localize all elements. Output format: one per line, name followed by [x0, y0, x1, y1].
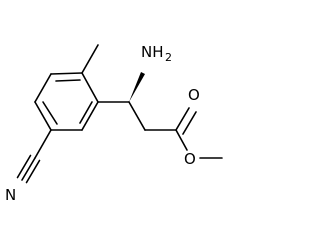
ring-bond: [34, 101, 52, 131]
ring-bond: [81, 72, 99, 103]
carbonyl-ester-o-bond: [175, 129, 188, 151]
ring-double-bond-inner: [79, 101, 93, 124]
carbonyl-o-label: O: [188, 86, 200, 104]
stereo-wedge-bond: [129, 72, 145, 102]
triple-bond-line: [25, 159, 41, 184]
amine-nh-label: NH: [141, 43, 164, 61]
triple-bond-line: [16, 154, 32, 179]
ester-o-label: O: [184, 150, 196, 168]
carbonyl-double-bond: [175, 107, 190, 131]
ring-double-bond-inner: [42, 101, 58, 125]
ring-bond: [81, 101, 99, 131]
ring-double-bond-inner: [55, 79, 81, 82]
ring-bond: [50, 72, 83, 75]
stereocenter-ch2-bond: [128, 101, 146, 131]
ring-bond: [34, 73, 52, 103]
triple-bond-line: [21, 157, 36, 181]
methyl-bond: [81, 44, 99, 74]
benzene-ring: [34, 72, 99, 131]
molecule-diagram: N NH 2 O O: [5, 43, 223, 204]
nitrile-triple-bond: [16, 154, 41, 184]
aryl-nitrile-bond: [34, 129, 52, 159]
nitrile-n-label: N: [5, 186, 16, 204]
carbonyl-double-bond: [182, 111, 197, 135]
amine-subscript: 2: [165, 51, 172, 64]
